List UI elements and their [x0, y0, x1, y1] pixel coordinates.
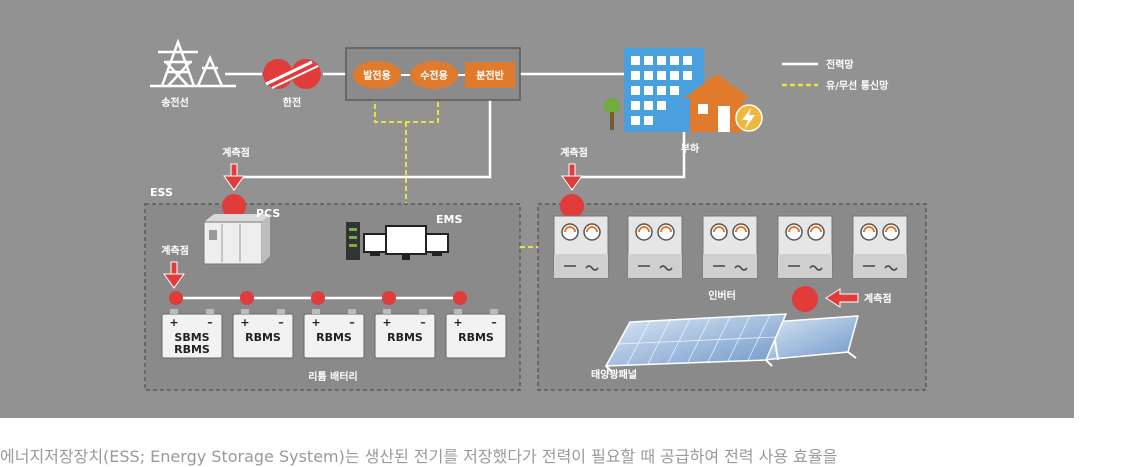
svg-text:+: + — [453, 316, 462, 329]
inverter-4 — [777, 215, 833, 279]
measure-label-battery: 계측점 — [161, 244, 189, 257]
distribution-box: 분전반 — [465, 62, 515, 88]
inverter-5 — [852, 215, 908, 279]
battery-label: 리튬 배터리 — [308, 370, 357, 383]
measure-arrow-pcs — [223, 163, 245, 191]
ess-title: ESS — [150, 186, 173, 199]
solar-panel-icon — [604, 313, 860, 373]
pcs-cabinet-icon — [203, 214, 270, 265]
ems-label: EMS — [436, 213, 462, 226]
measure-arrow-inverter — [825, 288, 859, 308]
legend-power-label: 전력망 — [826, 58, 854, 71]
measure-label-grid: 계측점 — [560, 146, 588, 159]
caption-text: 에너지저장장치(ESS; Energy Storage System)는 생산된… — [0, 447, 838, 466]
svg-text:수전용: 수전용 — [420, 69, 448, 82]
transmission-tower-icon — [150, 38, 236, 88]
building-icon — [624, 48, 704, 132]
tree-icon — [604, 98, 620, 130]
battery-2: + – RBMS — [232, 291, 294, 359]
measure-arrow-battery — [163, 261, 185, 289]
inverter-2 — [627, 215, 683, 279]
svg-text:+: + — [382, 316, 391, 329]
svg-text:–: – — [207, 316, 213, 329]
battery-5: + – RBMS — [445, 291, 507, 359]
inverter-3 — [702, 215, 758, 279]
transmission-label: 송전선 — [161, 96, 189, 109]
measure-arrow-grid — [561, 163, 583, 191]
svg-text:발전용: 발전용 — [363, 69, 391, 82]
svg-text:+: + — [169, 316, 178, 329]
house-icon — [684, 74, 750, 132]
measure-label-inverter: 계측점 — [864, 292, 892, 305]
kepco-logo-icon — [263, 59, 321, 89]
battery-4: + – RBMS — [374, 291, 436, 359]
legend: 전력망 유/무선 통신망 — [782, 58, 889, 92]
battery-label-1: SBMS — [174, 331, 209, 344]
svg-text:+: + — [240, 316, 249, 329]
ems-computers-icon — [346, 222, 449, 260]
battery-label-1: RBMS — [458, 331, 494, 344]
inverter-group — [553, 215, 908, 279]
measure-dot-inverter — [792, 286, 818, 312]
battery-label-2: RBMS — [174, 343, 210, 356]
pcs-label: PCS — [256, 207, 280, 220]
battery-label-1: RBMS — [245, 331, 281, 344]
ess-diagram: 전력망 유/무선 통신망 송전선 한전 — [0, 0, 1074, 418]
svg-text:–: – — [349, 316, 355, 329]
measure-label-pcs: 계측점 — [222, 146, 250, 159]
load-label: 부하 — [681, 142, 700, 155]
svg-text:–: – — [420, 316, 426, 329]
svg-text:+: + — [311, 316, 320, 329]
measure-dot-pcs — [222, 194, 246, 218]
measure-dot-grid — [560, 194, 584, 218]
svg-text:–: – — [491, 316, 497, 329]
kepco-label: 한전 — [283, 96, 301, 109]
lightning-icon — [735, 104, 763, 132]
meter-plant2: 수전용 — [410, 61, 458, 89]
solar-panel-label: 태양광패널 — [591, 368, 637, 381]
legend-comm-label: 유/무선 통신망 — [826, 79, 889, 92]
battery-label-1: RBMS — [387, 331, 423, 344]
battery-3: + – RBMS — [303, 291, 365, 359]
svg-text:분전반: 분전반 — [476, 69, 504, 82]
inverter-1 — [553, 215, 609, 279]
svg-text:–: – — [278, 316, 284, 329]
battery-label-1: RBMS — [316, 331, 352, 344]
inverter-label: 인버터 — [708, 289, 736, 302]
meter-plant1: 발전용 — [353, 61, 401, 89]
